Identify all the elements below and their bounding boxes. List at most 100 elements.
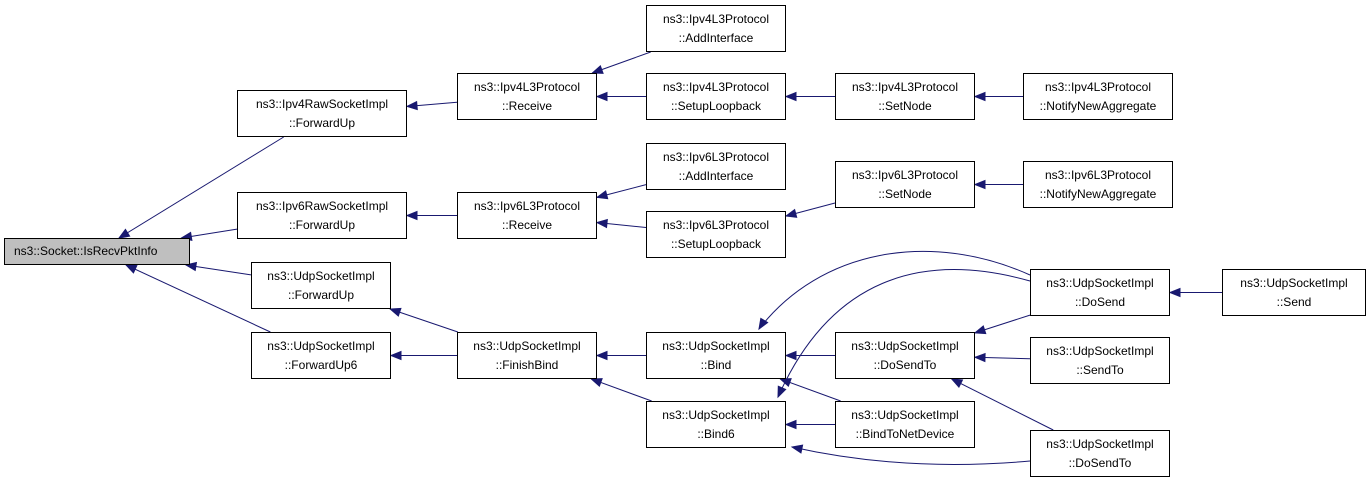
node-label: ::ForwardUp6 <box>284 357 358 372</box>
node-label: ::Bind <box>700 357 732 372</box>
edge-dosend-to-bind <box>758 250 1031 330</box>
edge-dosend-to-bind6 <box>777 269 1031 398</box>
edge-udpfwd6-to-root <box>125 264 271 333</box>
node-label: ns3::UdpSocketImpl <box>1046 343 1154 358</box>
edge-bindnetdev-to-bind <box>780 378 841 402</box>
node-label: ns3::UdpSocketImpl <box>851 338 959 353</box>
arrowhead-icon <box>405 100 418 111</box>
node-label: ns3::Ipv6L3Protocol <box>662 149 770 164</box>
node-label: ::Bind6 <box>697 426 735 441</box>
node-label: ::Receive <box>501 98 553 113</box>
node-label: ns3::Ipv4L3Protocol <box>1044 79 1152 94</box>
node-label: ::FinishBind <box>495 357 559 372</box>
arrowhead-icon <box>950 378 964 388</box>
arrowhead-icon <box>591 64 604 74</box>
node-label: ::ForwardUp <box>287 287 355 302</box>
arrowhead-icon <box>973 325 987 335</box>
edge-dosendto2-to-dosendto <box>951 378 1054 431</box>
node-label: ns3::Ipv4L3Protocol <box>662 11 770 26</box>
node-label: ns3::UdpSocketImpl <box>662 338 770 353</box>
node-bindnetdev[interactable]: ns3::UdpSocketImpl::BindToNetDevice <box>835 401 975 448</box>
node-label: ns3::Ipv4RawSocketImpl <box>255 96 389 111</box>
arrowhead-icon <box>973 179 986 190</box>
arrowhead-icon <box>784 350 797 361</box>
node-label: ns3::UdpSocketImpl <box>662 407 770 422</box>
node-dosend[interactable]: ns3::UdpSocketImpl::DoSend <box>1030 269 1170 316</box>
node-ipv6recv[interactable]: ns3::Ipv6L3Protocol::Receive <box>457 192 597 239</box>
node-dosendto[interactable]: ns3::UdpSocketImpl::DoSendTo <box>835 332 975 379</box>
node-label: ::NotifyNewAggregate <box>1039 98 1157 113</box>
node-label: ns3::UdpSocketImpl <box>1240 275 1348 290</box>
node-label: ::DoSend <box>1074 294 1126 309</box>
node-label: ns3::UdpSocketImpl <box>851 407 959 422</box>
node-label: ::ForwardUp <box>288 115 356 130</box>
node-ipv6notify[interactable]: ns3::Ipv6L3Protocol::NotifyNewAggregate <box>1023 161 1173 208</box>
node-label: ::SendTo <box>1076 362 1124 377</box>
node-label: ns3::Ipv6L3Protocol <box>473 198 581 213</box>
node-ipv4addif[interactable]: ns3::Ipv4L3Protocol::AddInterface <box>646 5 786 52</box>
arrowhead-icon <box>595 190 609 200</box>
arrowhead-icon <box>117 228 131 239</box>
node-finishbind[interactable]: ns3::UdpSocketImpl::FinishBind <box>457 332 597 379</box>
edge-ipv4raw-to-root <box>118 136 284 239</box>
node-ipv4setnode[interactable]: ns3::Ipv4L3Protocol::SetNode <box>835 73 975 120</box>
arrowhead-icon <box>784 419 797 430</box>
node-label: ::Send <box>1276 294 1312 309</box>
arrowhead-icon <box>124 264 138 274</box>
node-label: ns3::UdpSocketImpl <box>267 268 375 283</box>
node-ipv6loop[interactable]: ns3::Ipv6L3Protocol::SetupLoopback <box>646 211 786 258</box>
arrowhead-icon <box>590 378 603 388</box>
edge-udpfwd-to-root <box>185 264 252 276</box>
node-dosendto2[interactable]: ns3::UdpSocketImpl::DoSendTo <box>1030 430 1170 477</box>
node-ipv4loop[interactable]: ns3::Ipv4L3Protocol::SetupLoopback <box>646 73 786 120</box>
node-ipv4notify[interactable]: ns3::Ipv4L3Protocol::NotifyNewAggregate <box>1023 73 1173 120</box>
node-label: ::Receive <box>501 217 553 232</box>
node-label: ns3::Ipv4L3Protocol <box>473 79 581 94</box>
node-label: ::SetupLoopback <box>670 236 762 251</box>
node-label: ns3::Ipv4L3Protocol <box>662 79 770 94</box>
node-label: ::SetNode <box>878 186 932 201</box>
arrowhead-icon <box>388 307 402 317</box>
node-label: ::ForwardUp <box>288 217 356 232</box>
node-ipv4raw[interactable]: ns3::Ipv4RawSocketImpl::ForwardUp <box>237 90 407 137</box>
node-label: ns3::Ipv6L3Protocol <box>662 217 770 232</box>
arrowhead-icon <box>389 350 402 361</box>
node-bind[interactable]: ns3::UdpSocketImpl::Bind <box>646 332 786 379</box>
arrowhead-icon <box>784 208 798 218</box>
node-ipv6raw[interactable]: ns3::Ipv6RawSocketImpl::ForwardUp <box>237 192 407 239</box>
node-label: ns3::UdpSocketImpl <box>1046 275 1154 290</box>
node-label: ns3::UdpSocketImpl <box>473 338 581 353</box>
arrowhead-icon <box>595 91 608 102</box>
node-label: ::NotifyNewAggregate <box>1039 186 1157 201</box>
arrowhead-icon <box>777 385 787 399</box>
node-label: ns3::Ipv6L3Protocol <box>1044 167 1152 182</box>
node-udpfwd[interactable]: ns3::UdpSocketImpl::ForwardUp <box>251 262 391 309</box>
node-ipv6setnode[interactable]: ns3::Ipv6L3Protocol::SetNode <box>835 161 975 208</box>
node-label: ::SetupLoopback <box>670 98 762 113</box>
node-label: ns3::Ipv4L3Protocol <box>851 79 959 94</box>
node-label: ::SetNode <box>878 98 932 113</box>
arrowhead-icon <box>790 444 804 454</box>
node-label: ::BindToNetDevice <box>855 426 955 441</box>
edge-dosendto2-to-bind6 <box>791 446 1031 465</box>
node-label: ns3::UdpSocketImpl <box>1046 436 1154 451</box>
node-ipv4recv[interactable]: ns3::Ipv4L3Protocol::Receive <box>457 73 597 120</box>
arrowhead-icon <box>1168 287 1181 298</box>
arrowhead-icon <box>973 352 986 363</box>
node-sendto[interactable]: ns3::UdpSocketImpl::SendTo <box>1030 337 1170 384</box>
edge-bind6-to-finishbind <box>591 378 652 402</box>
node-udpfwd6[interactable]: ns3::UdpSocketImpl::ForwardUp6 <box>251 332 391 379</box>
node-ipv6addif[interactable]: ns3::Ipv6L3Protocol::AddInterface <box>646 143 786 190</box>
node-bind6[interactable]: ns3::UdpSocketImpl::Bind6 <box>646 401 786 448</box>
arrowhead-icon <box>758 317 769 331</box>
arrowhead-icon <box>784 91 797 102</box>
node-send[interactable]: ns3::UdpSocketImpl::Send <box>1222 269 1366 316</box>
node-label: ns3::Ipv6L3Protocol <box>851 167 959 182</box>
arrowhead-icon <box>595 218 608 229</box>
node-label: ::DoSendTo <box>873 357 937 372</box>
node-label: ns3::Ipv6RawSocketImpl <box>255 198 389 213</box>
node-label: ns3::UdpSocketImpl <box>267 338 375 353</box>
node-label: ::AddInterface <box>678 168 754 183</box>
edge-finishbind-to-udpfwd <box>389 308 459 333</box>
